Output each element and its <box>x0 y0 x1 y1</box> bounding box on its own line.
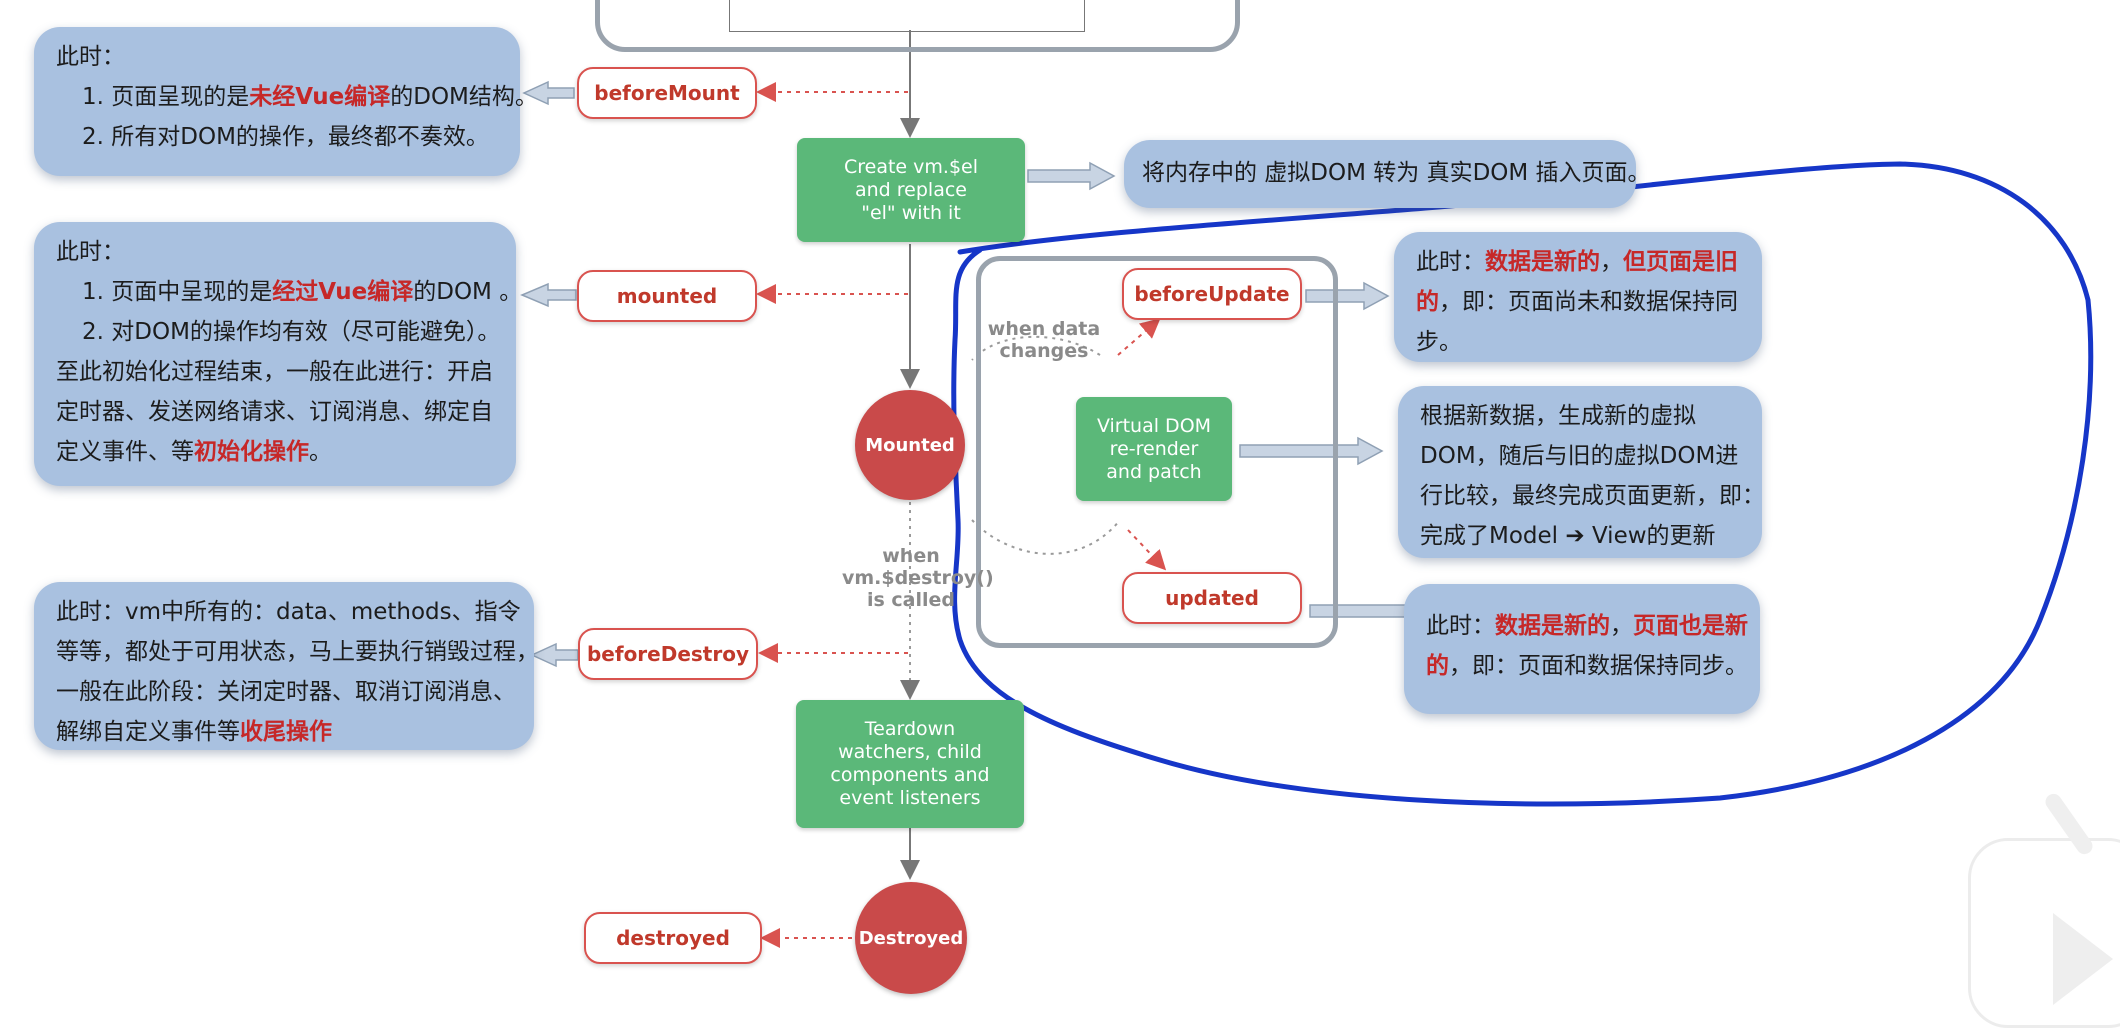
note-line: 定时器、发送网络请求、订阅消息、绑定自 <box>56 399 493 425</box>
note-line: 的，即：页面尚未和数据保持同 <box>1416 289 1738 315</box>
highlight-text: 未经Vue编译 <box>249 84 391 110</box>
process-line: and replace <box>855 178 967 201</box>
hook-before-destroy: beforeDestroy <box>578 628 758 680</box>
note-line: 至此初始化过程结束，一般在此进行：开启 <box>56 359 493 385</box>
process-line: and patch <box>1106 460 1202 483</box>
update-phase-frame <box>976 256 1338 648</box>
highlight-text: 收尾操作 <box>240 719 332 745</box>
note-line: 此时：数据是新的，但页面是旧 <box>1416 249 1738 275</box>
hook-updated: updated <box>1122 572 1302 624</box>
note-virtual-dom: 根据新数据，生成新的虚拟 DOM，随后与旧的虚拟DOM进 行比较，最终完成页面更… <box>1398 386 1765 558</box>
note-create-el: 将内存中的 虚拟DOM 转为 真实DOM 插入页面。 <box>1124 140 1651 208</box>
hook-before-update: beforeUpdate <box>1122 268 1302 320</box>
note-line: 2. 对DOM的操作均有效（尽可能避免）。 <box>82 319 501 345</box>
label-line: changes <box>999 340 1089 362</box>
highlight-text: 经过Vue编译 <box>272 279 414 305</box>
process-line: components and <box>830 764 990 786</box>
note-line: 2. 所有对DOM的操作，最终都不奏效。 <box>82 124 489 150</box>
update-loop-arc <box>971 335 1101 361</box>
hook-destroyed: destroyed <box>584 912 762 964</box>
note-before-update: 此时：数据是新的，但页面是旧 的，即：页面尚未和数据保持同 步。 <box>1394 232 1762 362</box>
note-before-mount: 此时： 1. 页面呈现的是未经Vue编译的DOM结构。 2. 所有对DOM的操作… <box>34 27 538 176</box>
update-loop-arc-lower <box>971 519 1121 555</box>
state-mounted: Mounted <box>855 390 965 500</box>
note-line: 解绑自定义事件等收尾操作 <box>56 719 332 745</box>
process-line: "el" with it <box>861 201 961 224</box>
note-before-destroy: 此时：vm中所有的：data、methods、指令 等等，都处于可用状态，马上要… <box>34 582 539 750</box>
process-line: Teardown <box>864 718 956 740</box>
play-icon <box>2053 913 2113 1005</box>
process-create-el: Create vm.$el and replace "el" with it <box>797 138 1025 242</box>
hollow-arrows <box>520 80 1440 668</box>
highlight-text: 的 <box>1426 653 1449 679</box>
process-teardown: Teardown watchers, child components and … <box>796 700 1024 828</box>
process-line: re-render <box>1109 437 1199 460</box>
note-mounted: 此时： 1. 页面中呈现的是经过Vue编译的DOM 。 2. 对DOM的操作均有… <box>34 222 523 486</box>
label-when-destroy-called: when vm.$destroy() is called <box>842 545 994 611</box>
highlight-text: 的 <box>1416 289 1439 315</box>
note-line: 行比较，最终完成页面更新，即： <box>1420 483 1765 509</box>
process-virtual-dom: Virtual DOM re-render and patch <box>1076 397 1232 501</box>
note-line: 将内存中的 虚拟DOM 转为 真实DOM 插入页面。 <box>1142 160 1651 186</box>
highlight-text: 页面也是新 <box>1633 613 1748 639</box>
label-line: vm.$destroy() <box>842 567 994 589</box>
note-line: 此时：数据是新的，页面也是新 <box>1426 613 1748 639</box>
note-updated: 此时：数据是新的，页面也是新 的，即：页面和数据保持同步。 <box>1404 584 1760 714</box>
note-line: 1. 页面呈现的是未经Vue编译的DOM结构。 <box>82 84 538 110</box>
label-line: when data <box>987 318 1101 340</box>
process-line: watchers, child <box>838 741 982 763</box>
note-line: 定义事件、等初始化操作。 <box>56 439 332 465</box>
process-line: Virtual DOM <box>1096 414 1212 437</box>
note-heading: 此时： <box>56 239 125 265</box>
label-line: is called <box>866 589 956 611</box>
note-line: 等等，都处于可用状态，马上要执行销毁过程， <box>56 639 539 665</box>
hook-mounted: mounted <box>577 270 757 322</box>
highlight-text: 但页面是旧 <box>1623 249 1738 275</box>
note-line: 1. 页面中呈现的是经过Vue编译的DOM 。 <box>82 279 523 305</box>
highlight-text: 数据是新的 <box>1495 613 1610 639</box>
note-line: 根据新数据，生成新的虚拟 <box>1420 403 1696 429</box>
process-line: event listeners <box>839 787 981 809</box>
hook-before-mount: beforeMount <box>577 67 757 119</box>
note-heading: 此时： <box>56 44 125 70</box>
template-compile-box <box>729 0 1085 32</box>
label-when-data-changes: when data changes <box>982 318 1106 362</box>
state-destroyed: Destroyed <box>855 882 967 994</box>
label-line: when <box>882 545 940 567</box>
note-line: DOM，随后与旧的虚拟DOM进 <box>1420 443 1739 469</box>
process-line: Create vm.$el <box>843 155 979 178</box>
note-line: 一般在此阶段：关闭定时器、取消订阅消息、 <box>56 679 516 705</box>
note-line: 的，即：页面和数据保持同步。 <box>1426 653 1748 679</box>
note-line: 此时：vm中所有的：data、methods、指令 <box>56 599 521 625</box>
note-line: 完成了Model ➔ View的更新 <box>1420 523 1716 549</box>
highlight-text: 数据是新的 <box>1485 249 1600 275</box>
highlight-text: 初始化操作 <box>194 439 309 465</box>
watermark-logo <box>1968 790 2120 1028</box>
note-line: 步。 <box>1416 329 1462 355</box>
creation-phase-frame <box>595 0 1240 52</box>
